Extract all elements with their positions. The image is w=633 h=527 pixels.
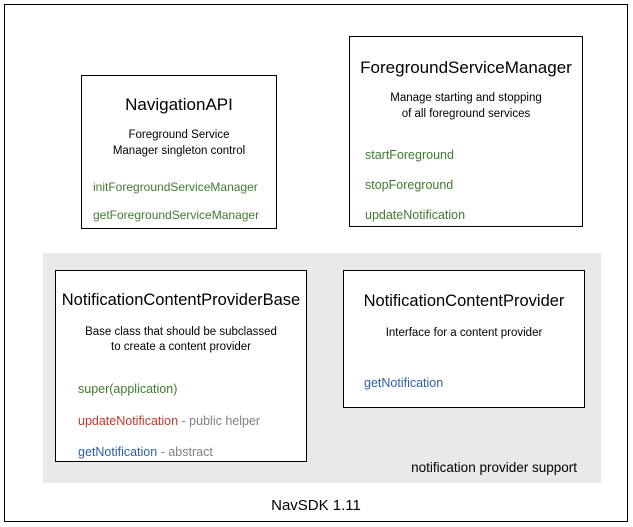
class-description-line-2: to create a content provider xyxy=(111,341,251,354)
member-item[interactable]: getNotification xyxy=(364,376,584,391)
member-item[interactable]: updateNotification xyxy=(365,207,582,223)
class-box-notification-content-provider[interactable]: NotificationContentProvider Interface fo… xyxy=(343,270,585,408)
member-item[interactable]: super(application) xyxy=(78,381,306,397)
diagram-outer-frame: notification provider support Navigation… xyxy=(4,4,628,522)
member-item[interactable]: getNotification - abstract xyxy=(78,445,306,460)
class-description-navigation-api: Foreground Service Manager singleton con… xyxy=(82,128,276,159)
member-name: stopForeground xyxy=(365,178,454,193)
member-name: startForeground xyxy=(365,148,454,163)
member-name: getNotification xyxy=(364,376,444,391)
class-description-line-2: Manager singleton control xyxy=(112,144,246,157)
class-box-navigation-api[interactable]: NavigationAPI Foreground Service Manager… xyxy=(81,75,277,229)
class-description-line-1: Manage starting and stopping xyxy=(390,92,542,105)
member-item[interactable]: initForegroundServiceManager xyxy=(93,181,276,194)
member-note: - abstract xyxy=(157,445,213,460)
member-list-navigation-api: initForegroundServiceManager getForegrou… xyxy=(82,181,276,221)
member-list-foreground-service-manager: startForeground stopForeground updateNot… xyxy=(350,149,582,222)
member-list-notification-content-provider: getNotification xyxy=(344,376,584,391)
class-description-notification-content-provider: Interface for a content provider xyxy=(344,326,584,342)
member-name: updateNotification xyxy=(78,413,179,428)
member-name: super(application) xyxy=(78,381,178,396)
member-note: - public helper xyxy=(178,413,261,428)
class-box-foreground-service-manager[interactable]: ForegroundServiceManager Manage starting… xyxy=(349,36,583,227)
member-list-notification-content-provider-base: super(application) updateNotification - … xyxy=(56,381,306,460)
member-name: getForegroundServiceManager xyxy=(93,207,260,222)
class-description-line-2: of all foreground services xyxy=(401,107,531,120)
member-item[interactable]: stopForeground xyxy=(365,178,582,193)
member-item[interactable]: getForegroundServiceManager xyxy=(93,207,276,222)
class-description-notification-content-provider-base: Base class that should be subclassed to … xyxy=(56,325,306,356)
class-title-notification-content-provider: NotificationContentProvider xyxy=(363,292,565,310)
class-description-line-1: Foreground Service xyxy=(128,129,230,142)
class-title-navigation-api: NavigationAPI xyxy=(125,95,233,114)
class-description-line-1: Base class that should be subclassed xyxy=(85,325,277,338)
class-description-line-1: Interface for a content provider xyxy=(385,326,543,339)
diagram-footer-label: NavSDK 1.11 xyxy=(271,497,361,514)
class-title-notification-content-provider-base: NotificationContentProviderBase xyxy=(61,291,301,309)
member-name: getNotification xyxy=(78,445,158,460)
member-name: initForegroundServiceManager xyxy=(93,180,258,195)
class-title-foreground-service-manager: ForegroundServiceManager xyxy=(360,58,572,77)
class-description-foreground-service-manager: Manage starting and stopping of all fore… xyxy=(350,91,582,122)
member-name: updateNotification xyxy=(365,207,466,222)
member-item[interactable]: startForeground xyxy=(365,149,582,163)
group-panel-caption: notification provider support xyxy=(411,460,577,475)
member-item[interactable]: updateNotification - public helper xyxy=(78,413,306,429)
class-box-notification-content-provider-base[interactable]: NotificationContentProviderBase Base cla… xyxy=(55,270,307,462)
